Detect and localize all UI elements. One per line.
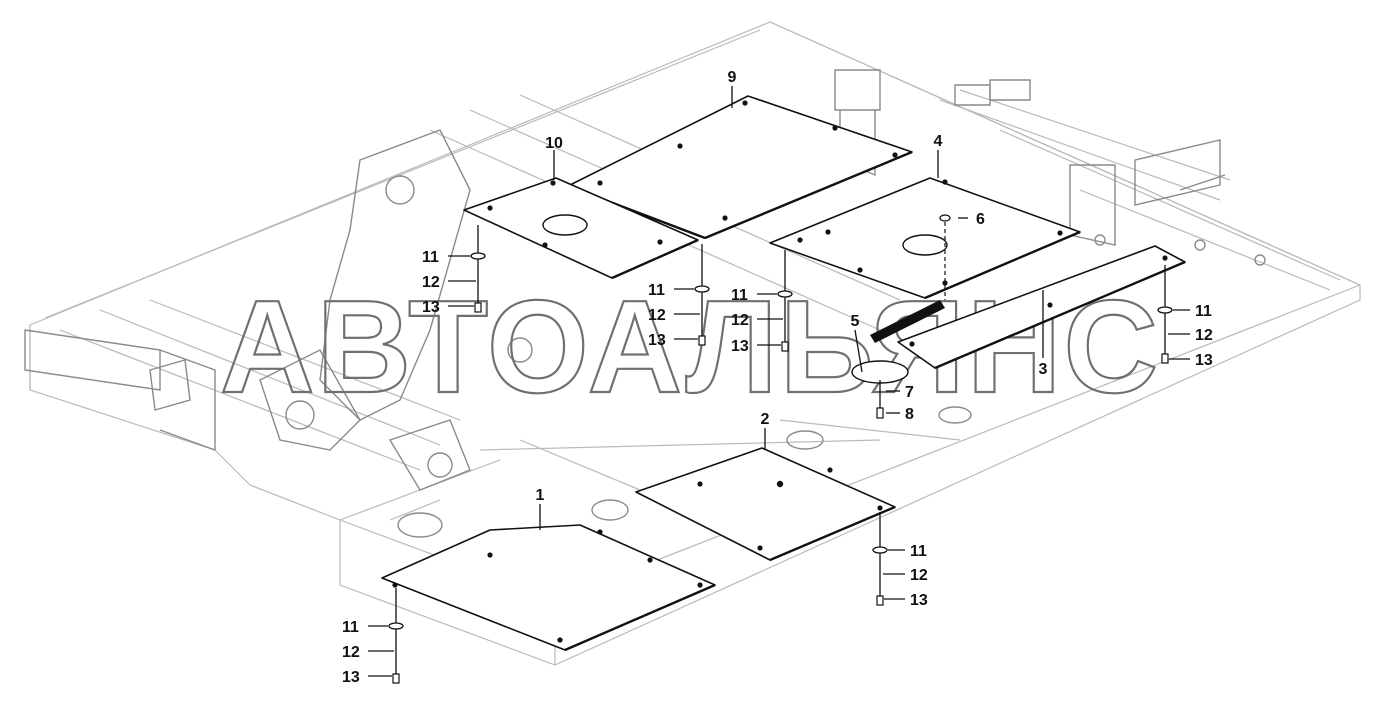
callout-12-f: 12 xyxy=(342,644,360,661)
callout-3: 3 xyxy=(1039,361,1048,378)
cover-plate-10 xyxy=(463,177,699,280)
callout-2: 2 xyxy=(761,411,770,428)
cover-plate-2 xyxy=(635,447,896,562)
cover-plate-3 xyxy=(897,245,1186,370)
cover-plate-1 xyxy=(381,524,716,652)
callout-7: 7 xyxy=(905,384,914,401)
callout-1: 1 xyxy=(536,487,545,504)
callout-11-e: 11 xyxy=(910,543,927,560)
callout-10: 10 xyxy=(545,135,563,152)
callout-11-c: 11 xyxy=(731,287,748,304)
callout-8: 8 xyxy=(905,406,914,423)
callout-12-b: 12 xyxy=(648,307,666,324)
callout-4: 4 xyxy=(934,133,943,150)
callout-11-a: 11 xyxy=(422,249,439,266)
cover-plate-9 xyxy=(567,95,913,240)
callout-11-f: 11 xyxy=(342,619,359,636)
callout-13-d: 13 xyxy=(1195,352,1213,369)
callout-13-e: 13 xyxy=(910,592,928,609)
cover-plate-4 xyxy=(769,177,1081,300)
callout-12-e: 12 xyxy=(910,567,928,584)
callout-11-d: 11 xyxy=(1195,303,1212,320)
callout-6: 6 xyxy=(976,211,985,228)
callout-9: 9 xyxy=(728,69,737,86)
callout-13-a: 13 xyxy=(422,299,440,316)
callout-12-a: 12 xyxy=(422,274,440,291)
callout-12-d: 12 xyxy=(1195,327,1213,344)
callout-labels: 9 10 4 6 5 3 7 8 2 1 11 12 13 11 12 13 1… xyxy=(342,69,1213,686)
callout-12-c: 12 xyxy=(731,312,749,329)
watermark-text: АВТОАЛЬЯНС xyxy=(220,273,1160,420)
callout-13-f: 13 xyxy=(342,669,360,686)
callout-13-c: 13 xyxy=(731,338,749,355)
callout-13-b: 13 xyxy=(648,332,666,349)
callout-11-b: 11 xyxy=(648,282,665,299)
callout-leaders xyxy=(368,86,1190,677)
callout-5: 5 xyxy=(851,313,860,330)
fastener-stacks xyxy=(388,214,1173,684)
